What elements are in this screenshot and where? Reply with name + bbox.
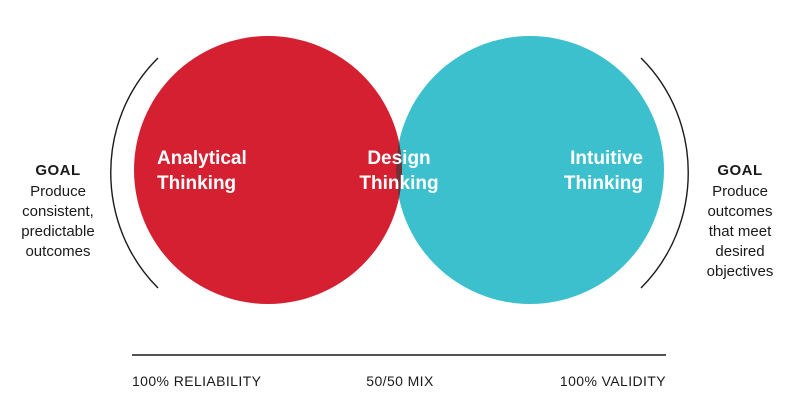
analytical-label-line-2: Thinking (157, 173, 236, 194)
right-bracket (640, 57, 689, 289)
left-goal-line-3: predictable (21, 223, 94, 240)
left-goal-line-1: Produce (30, 183, 86, 200)
intuitive-thinking-circle (396, 36, 664, 304)
left-goal-line-2: consistent, (22, 203, 94, 220)
left-bracket (110, 57, 159, 289)
analytical-label-line-1: Analytical (157, 148, 247, 169)
design-label-line-2: Thinking (359, 173, 438, 194)
scale-right-label: 100% VALIDITY (560, 373, 666, 389)
scale-center-label: 50/50 MIX (366, 373, 434, 389)
right-goal-line-3: that meet (709, 223, 772, 240)
right-goal-line-4: desired (715, 243, 764, 260)
left-goal-line-4: outcomes (25, 243, 90, 260)
right-goal-line-2: outcomes (707, 203, 772, 220)
right-goal-heading: GOAL (717, 162, 762, 179)
right-goal-line-1: Produce (712, 183, 768, 200)
intuitive-label-line-2: Thinking (564, 173, 643, 194)
intuitive-label-line-1: Intuitive (570, 148, 643, 169)
right-goal-line-5: objectives (707, 263, 774, 280)
analytical-thinking-circle (134, 36, 402, 304)
design-label-line-1: Design (367, 148, 430, 169)
scale-left-label: 100% RELIABILITY (132, 373, 262, 389)
left-goal-heading: GOAL (35, 162, 80, 179)
